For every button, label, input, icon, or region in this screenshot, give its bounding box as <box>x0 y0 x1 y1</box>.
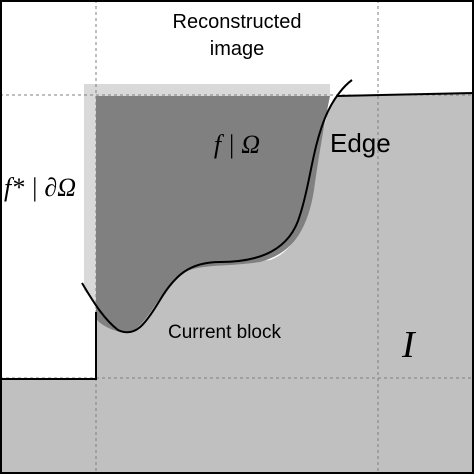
f-omega-label: f | Ω <box>214 130 260 159</box>
f-star-boundary-label: f* | ∂Ω <box>4 173 76 202</box>
region-outline <box>2 312 97 380</box>
edge-curve <box>81 79 353 334</box>
reconstructed-label-line2: image <box>210 38 264 60</box>
top-edge-outline <box>336 92 474 97</box>
image-I-label: I <box>401 324 417 366</box>
edge-label: Edge <box>330 128 391 158</box>
omega-region <box>96 96 330 334</box>
current-block-label: Current block <box>168 322 281 343</box>
reconstructed-label-line1: Reconstructed <box>173 11 302 33</box>
known-image-region <box>2 93 474 474</box>
